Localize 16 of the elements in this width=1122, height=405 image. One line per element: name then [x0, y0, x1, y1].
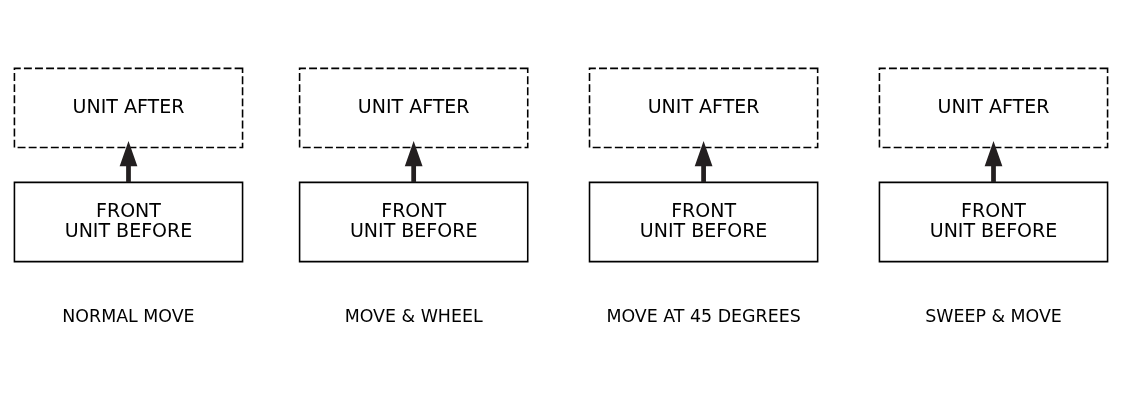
node-box: UNIT AFTER — [13, 67, 244, 148]
label: SWEEP & MOVE — [925, 305, 1062, 325]
node-box: UNIT AFTER — [588, 67, 819, 148]
arrow — [119, 140, 138, 182]
node-box: FRONT UNIT BEFORE — [298, 181, 529, 262]
arrow — [984, 140, 1003, 182]
node-box: FRONT UNIT BEFORE — [878, 181, 1109, 262]
node-box: FRONT UNIT BEFORE — [588, 181, 819, 262]
node-box: FRONT UNIT BEFORE — [13, 181, 244, 262]
arrow — [404, 140, 423, 182]
label: MOVE & WHEEL — [344, 305, 483, 325]
label: NORMAL MOVE — [62, 305, 195, 325]
label: MOVE AT 45 DEGREES — [606, 305, 801, 325]
node-box: UNIT AFTER — [878, 67, 1109, 148]
arrow — [694, 140, 713, 182]
node-box: UNIT AFTER — [298, 67, 529, 148]
